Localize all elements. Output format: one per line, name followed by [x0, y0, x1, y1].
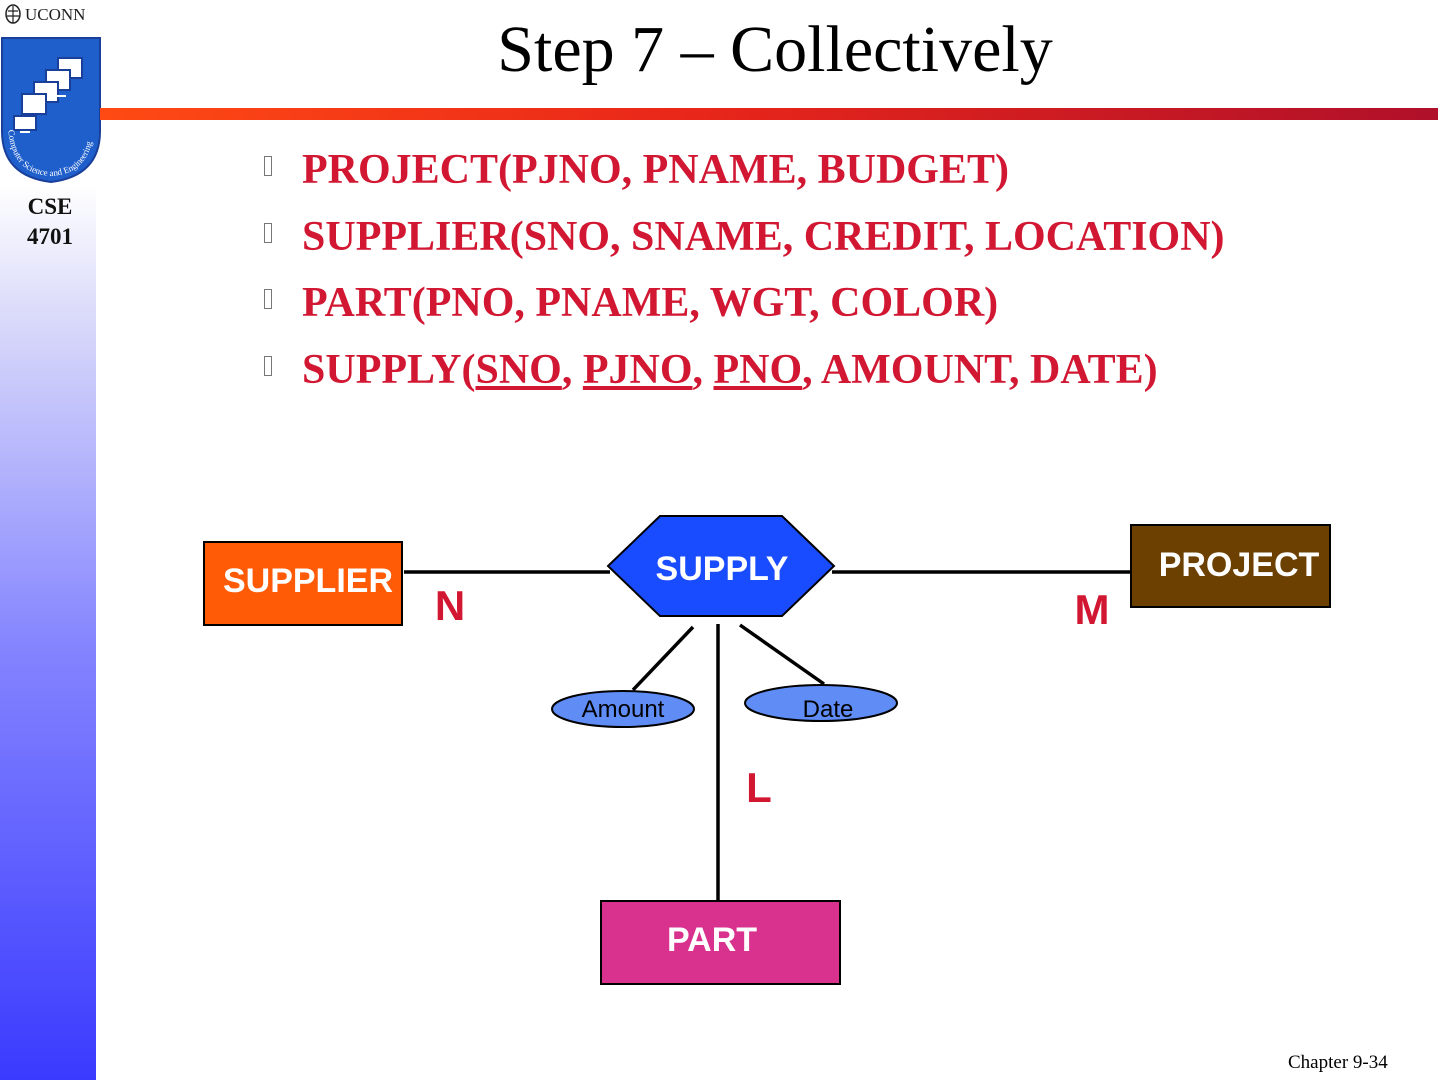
relation-item: SUPPLIER(SNO, SNAME, CREDIT, LOCATION) — [264, 213, 1225, 280]
project-entity — [1130, 524, 1331, 608]
part-label: PART — [667, 921, 757, 959]
relation-item: SUPPLY(SNO, PJNO, PNO, AMOUNT, DATE) — [264, 346, 1225, 413]
relation-text-part: , — [561, 346, 583, 393]
supply-amount-line — [631, 625, 695, 692]
relation-text-part: , — [692, 346, 714, 393]
supply-date-line — [738, 623, 826, 686]
cse-department-logo: Computer Science and Engineering — [1, 37, 101, 184]
part-entity — [600, 900, 841, 985]
supply-label: SUPPLY — [656, 550, 789, 588]
relation-item: PROJECT(PJNO, PNAME, BUDGET) — [264, 146, 1225, 213]
course-number: 4701 — [27, 224, 73, 249]
relation-list: PROJECT(PJNO, PNAME, BUDGET) SUPPLIER(SNO… — [264, 146, 1225, 412]
date-label: Date — [803, 696, 854, 723]
supplier-entity — [203, 541, 403, 626]
bullet-marker-icon — [264, 355, 272, 376]
slide-title: Step 7 – Collectively — [497, 13, 1053, 86]
relation-text-part: , AMOUNT, DATE) — [802, 346, 1158, 393]
amount-label: Amount — [582, 696, 665, 723]
sidebar: UCONN Computer Science and Engineering C… — [0, 0, 101, 1080]
oak-leaf-icon — [5, 4, 21, 24]
cardinality-m: M — [1075, 586, 1110, 633]
project-label: PROJECT — [1159, 546, 1320, 584]
primary-key-part: PJNO — [582, 346, 693, 393]
date-attribute — [744, 684, 898, 722]
primary-key-part: SNO — [475, 346, 562, 393]
course-code: CSE 4701 — [0, 192, 100, 252]
relation-text-part: PROJECT(PJNO, PNAME, BUDGET) — [302, 147, 1009, 193]
relation-text-part: SUPPLY( — [302, 346, 476, 393]
slide-footer: Chapter 9-34 — [1288, 1052, 1388, 1073]
bullet-marker-icon — [264, 222, 272, 243]
primary-key-part: PNO — [713, 346, 803, 393]
cardinality-l: L — [746, 764, 772, 811]
uconn-brand: UCONN — [4, 4, 85, 25]
bullet-marker-icon — [264, 289, 272, 309]
relation-item: PART(PNO, PNAME, WGT, COLOR) — [264, 279, 1225, 346]
relation-text-part: PART(PNO, PNAME, WGT, COLOR) — [302, 280, 999, 326]
bullet-marker-icon — [264, 156, 272, 176]
supplier-label: SUPPLIER — [223, 562, 393, 600]
supply-relationship — [606, 515, 836, 617]
amount-attribute — [551, 690, 695, 728]
cardinality-n: N — [435, 582, 465, 629]
relation-text-part: SUPPLIER(SNO, SNAME, CREDIT, LOCATION) — [302, 213, 1225, 260]
course-prefix: CSE — [27, 194, 73, 219]
brand-text: UCONN — [25, 5, 86, 24]
title-divider — [100, 108, 1438, 120]
